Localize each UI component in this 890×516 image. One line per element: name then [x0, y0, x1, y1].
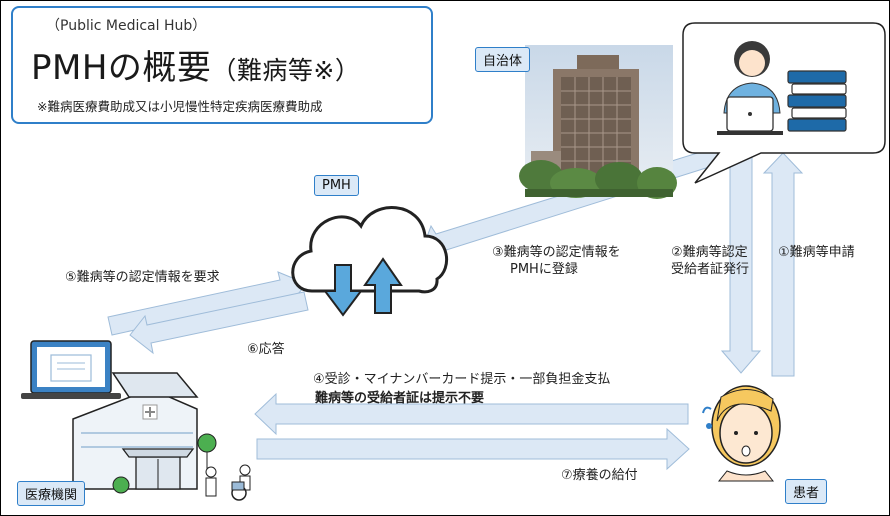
label-step3-line1: ③難病等の認定情報を — [492, 245, 621, 260]
label-step1: ①難病等申請 — [778, 245, 855, 260]
label-step3-line2: PMHに登録 — [510, 262, 578, 277]
node-patient: 患者 — [785, 479, 828, 504]
arrow-step1 — [762, 152, 804, 377]
patient-illustration — [702, 385, 781, 482]
label-step5: ⑤難病等の認定情報を要求 — [65, 270, 220, 285]
title-note: ※難病医療費助成又は小児慢性特定疾病医療費助成 — [37, 99, 323, 114]
label-step6: ⑥応答 — [247, 342, 285, 357]
node-medical-institution: 医療機関 — [17, 481, 86, 506]
arrow-step7 — [256, 427, 690, 471]
pmh-cloud — [291, 206, 448, 317]
label-step7: ⑦療養の給付 — [561, 468, 638, 483]
hospital-illustration — [21, 340, 251, 501]
label-step2-line1: ②難病等認定 — [671, 245, 748, 260]
title-main: PMHの概要（難病等※） — [31, 40, 360, 89]
label-step4: ④受診・マイナンバーカード提示・一部負担金支払 — [313, 372, 611, 387]
title-paren: （難病等※） — [211, 56, 361, 85]
arrow-step2 — [720, 155, 762, 374]
label-step4-note: 難病等の受給者証は提示不要 — [315, 391, 485, 406]
staff-bubble — [682, 22, 886, 184]
arrow-step4 — [254, 392, 689, 436]
city-hall-photo — [519, 45, 677, 199]
title-box: （Public Medical Hub） PMHの概要（難病等※） ※難病医療費… — [11, 6, 433, 124]
title-main-text: PMHの概要 — [31, 48, 212, 88]
node-municipality: 自治体 — [475, 47, 531, 72]
arrow-step6 — [129, 291, 309, 355]
title-subtitle: （Public Medical Hub） — [46, 18, 207, 34]
cloud-download-arrow — [323, 264, 363, 317]
cloud-upload-arrow — [363, 257, 403, 314]
node-pmh: PMH — [314, 175, 359, 196]
label-step2-line2: 受給者証発行 — [671, 262, 750, 277]
